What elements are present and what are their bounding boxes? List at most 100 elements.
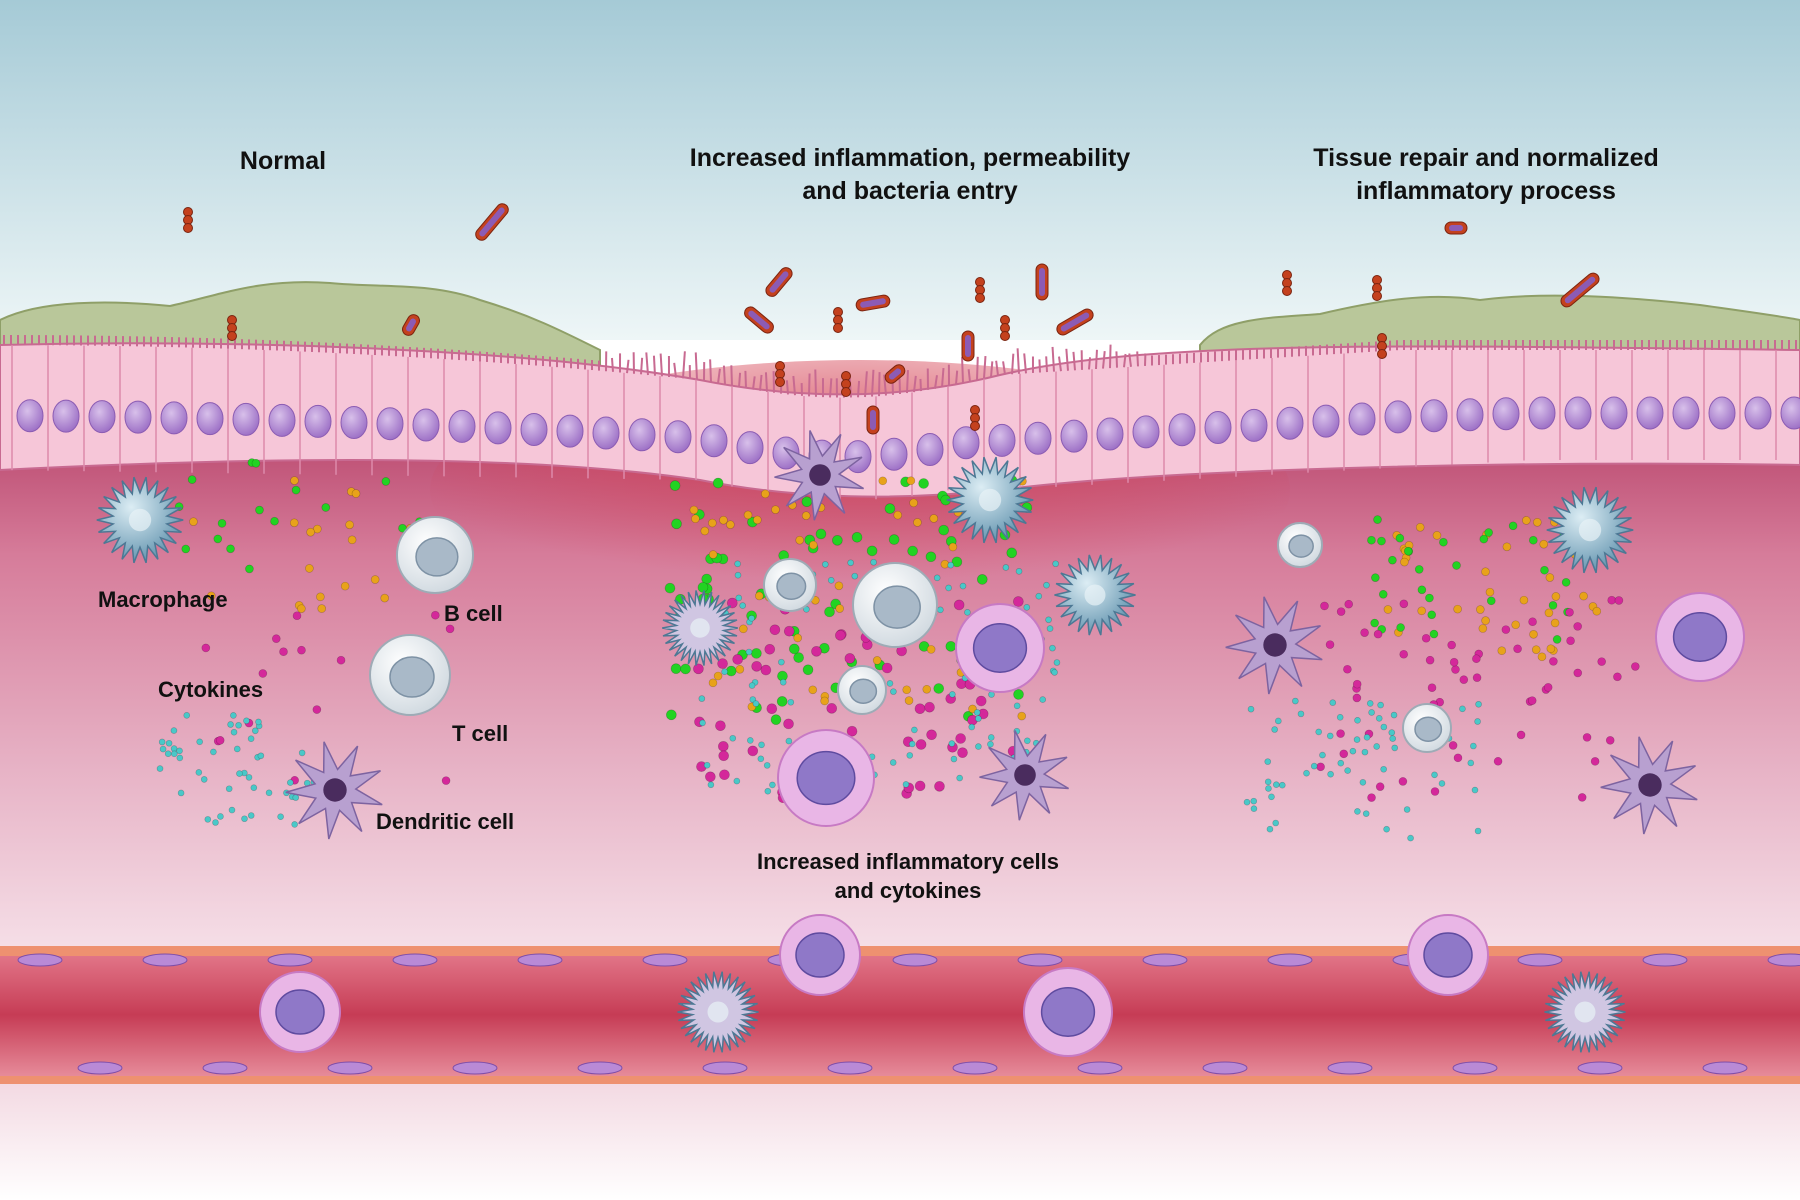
bacterium-core <box>965 335 971 357</box>
cytokine-teal <box>746 737 754 744</box>
cytokine-magenta <box>718 750 729 762</box>
cytokine-green <box>1417 585 1427 595</box>
epithelial-nucleus <box>196 402 224 436</box>
cytokine-magenta <box>1336 729 1345 738</box>
cytokine-orange <box>206 591 216 601</box>
microvillus <box>1123 353 1127 368</box>
microvillus <box>1002 361 1006 375</box>
bacterium-rod <box>1056 308 1094 336</box>
cytokine-orange <box>345 520 354 530</box>
cytokine-orange <box>1476 605 1485 614</box>
cytokine-teal <box>1268 793 1275 801</box>
cytokine-orange <box>820 696 829 706</box>
microvillus <box>871 369 875 397</box>
cytokine-green <box>884 503 896 514</box>
immune-cells <box>96 430 1745 1057</box>
microvillus <box>814 369 817 397</box>
cytokine-teal <box>890 688 897 695</box>
microvillus <box>1051 346 1055 372</box>
cytokine-teal <box>827 576 835 584</box>
cytokine-teal <box>745 648 753 656</box>
cytokine-teal <box>785 737 793 745</box>
cytokine-green <box>671 518 682 530</box>
microvillus <box>913 375 917 393</box>
cytokine-magenta <box>1352 679 1362 689</box>
cytokine-teal <box>1471 786 1479 794</box>
microvillus <box>919 378 922 392</box>
epithelial-nucleus <box>1456 398 1484 432</box>
cytokine-teal <box>1243 798 1251 806</box>
cell-highlight <box>1574 1001 1596 1023</box>
microvillus <box>1065 348 1069 371</box>
cytokine-teal <box>1459 705 1466 713</box>
cytokine-teal <box>1326 732 1334 740</box>
cytokine-teal <box>851 572 859 580</box>
epithelial-nucleus <box>1600 396 1628 430</box>
cell-nucleus <box>1414 716 1443 742</box>
cytokine-green <box>776 696 788 707</box>
cytokine-magenta <box>1453 753 1463 763</box>
cytokine-teal <box>758 741 765 749</box>
cytokine-teal <box>779 678 787 686</box>
bacterium-rod <box>744 306 774 334</box>
cytokine-magenta <box>1607 595 1617 605</box>
cytokine-orange <box>1017 711 1027 721</box>
granulocyte <box>1544 971 1626 1053</box>
cytokine-magenta <box>1399 599 1409 609</box>
microvillus <box>1011 353 1015 375</box>
cytokine-green <box>1377 536 1386 546</box>
epithelial-nucleus <box>1024 421 1052 455</box>
plasma-cell <box>259 971 341 1053</box>
epithelial-nucleus <box>556 414 584 448</box>
cytokine-teal <box>159 745 167 753</box>
cytokine-magenta <box>881 662 893 674</box>
cytokine-magenta <box>1448 741 1458 750</box>
epithelial-nucleus <box>1420 399 1448 433</box>
cytokine-orange <box>1537 652 1547 662</box>
endothelial-nucleus <box>77 1061 123 1075</box>
cytokine-teal <box>1354 808 1361 815</box>
cytokine-green <box>1395 533 1405 543</box>
cytokine-green <box>793 652 804 663</box>
cytokine-magenta <box>717 658 728 669</box>
microvillus <box>659 353 663 377</box>
cytokine-orange <box>743 510 753 520</box>
cytokine-teal <box>1366 700 1374 707</box>
cytokine-teal <box>1391 744 1399 752</box>
cytokine-orange <box>735 664 745 674</box>
title-repair-line2: inflammatory process <box>1356 176 1616 205</box>
cytokine-green <box>217 519 227 528</box>
cytokine-green <box>1429 629 1439 639</box>
cytokine-teal <box>1279 781 1286 789</box>
cytokine-green <box>770 714 782 725</box>
cytokine-teal <box>908 740 916 748</box>
cytokine-teal <box>729 734 737 742</box>
cytokine-teal <box>183 712 191 719</box>
cell-nucleus <box>275 989 325 1035</box>
endothelial-nucleus <box>1642 953 1688 967</box>
plasma-cell <box>955 603 1045 693</box>
cytokine-green <box>1013 689 1024 700</box>
cytokine-teal <box>1051 669 1058 676</box>
cytokine-green <box>1396 623 1405 632</box>
cytokine-green <box>1367 535 1376 545</box>
cytokine-teal <box>257 752 265 760</box>
endothelial-nucleus <box>17 953 63 967</box>
epithelial-nucleus <box>160 401 188 435</box>
cytokine-green <box>270 516 279 526</box>
cytokine-orange <box>878 476 888 486</box>
microvillus <box>990 361 994 378</box>
cytokine-orange <box>708 550 718 559</box>
microvillus <box>652 355 656 376</box>
cytokine-teal <box>1250 805 1258 812</box>
cytokine-teal <box>1024 737 1031 745</box>
cytokine-teal <box>1431 771 1438 779</box>
cytokine-magenta <box>1325 640 1335 649</box>
label-b-cell: B cell <box>444 601 503 626</box>
microvillus <box>640 357 644 375</box>
cytokine-teal <box>1045 616 1052 624</box>
cytokine-teal <box>164 750 172 757</box>
cytokine-teal <box>1380 765 1387 773</box>
microvillus <box>1038 359 1041 373</box>
